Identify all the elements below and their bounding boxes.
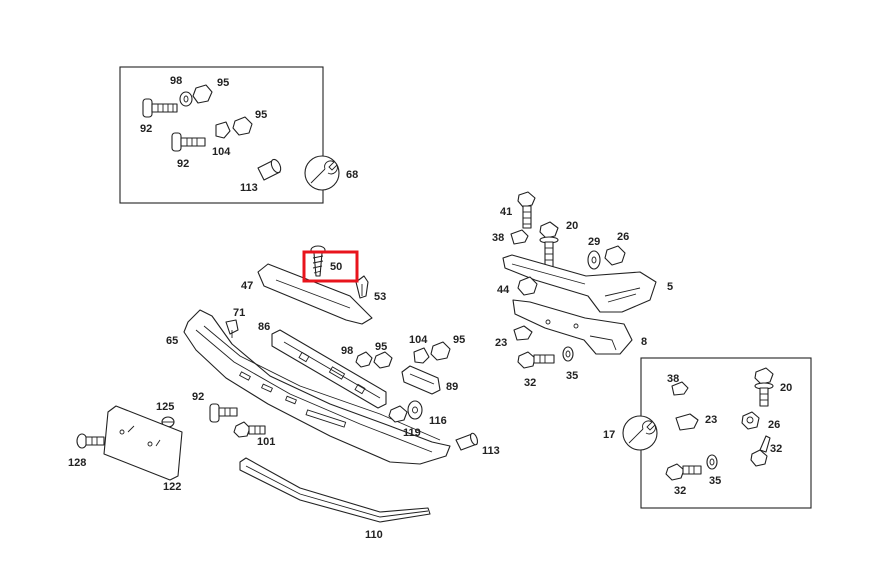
bolt-101[interactable] xyxy=(233,421,266,438)
label-125: 125 xyxy=(156,401,174,413)
nut-26-lower[interactable] xyxy=(741,411,760,430)
nut-44[interactable] xyxy=(517,276,538,296)
clip-38-lower[interactable] xyxy=(671,381,689,396)
bolt-32-lower[interactable] xyxy=(665,463,702,481)
label-8: 8 xyxy=(641,336,647,348)
label-38: 38 xyxy=(492,232,504,244)
reinforcement-86[interactable] xyxy=(271,329,387,409)
label-35: 35 xyxy=(709,475,721,487)
label-89: 89 xyxy=(446,381,458,393)
label-41: 41 xyxy=(500,206,512,218)
bracket-8[interactable] xyxy=(512,299,633,355)
clip-23-upper[interactable] xyxy=(513,325,533,341)
washer-98-upper[interactable] xyxy=(179,91,193,107)
screw-32-lower[interactable] xyxy=(750,435,771,467)
label-38: 38 xyxy=(667,373,679,385)
clip-104-upper[interactable] xyxy=(215,121,231,139)
label-23: 23 xyxy=(495,337,507,349)
bolt-92-lower[interactable] xyxy=(171,132,206,152)
label-20: 20 xyxy=(566,220,578,232)
label-122: 122 xyxy=(163,481,181,493)
label-119: 119 xyxy=(403,427,421,439)
label-92: 92 xyxy=(177,158,189,170)
label-110: 110 xyxy=(365,529,383,541)
bracket-89[interactable] xyxy=(401,365,441,395)
bracket-assembly: 41 20 38 29 26 5 44 23 8 32 35 xyxy=(492,191,673,389)
clip-38-upper[interactable] xyxy=(510,229,529,245)
bolt-128[interactable] xyxy=(76,433,105,449)
label-44: 44 xyxy=(497,284,510,296)
label-113: 113 xyxy=(240,182,258,194)
bolt-92-main[interactable] xyxy=(209,403,238,423)
label-92: 92 xyxy=(140,123,152,135)
bolt-20-lower[interactable] xyxy=(754,367,774,407)
label-104: 104 xyxy=(212,146,231,158)
label-101: 101 xyxy=(257,436,275,448)
label-113: 113 xyxy=(482,445,500,457)
label-95: 95 xyxy=(453,334,465,346)
label-86: 86 xyxy=(258,321,270,333)
label-20: 20 xyxy=(780,382,792,394)
label-116: 116 xyxy=(429,415,447,427)
label-23: 23 xyxy=(705,414,717,426)
label-50: 50 xyxy=(330,261,342,273)
label-65: 65 xyxy=(166,335,178,347)
label-35: 35 xyxy=(566,370,578,382)
label-68: 68 xyxy=(346,169,358,181)
wrench-icon xyxy=(304,155,340,191)
inset-box-fasteners: 98 95 92 95 92 104 113 68 xyxy=(119,66,358,204)
cover-strip-47[interactable] xyxy=(257,263,373,325)
label-26: 26 xyxy=(617,231,629,243)
label-32: 32 xyxy=(524,377,536,389)
label-95: 95 xyxy=(217,77,229,89)
label-92: 92 xyxy=(192,391,204,403)
nut-95-upper[interactable] xyxy=(192,84,213,104)
inset-box-brackets: 38 20 23 17 26 32 32 35 xyxy=(603,357,812,509)
label-32: 32 xyxy=(674,485,686,497)
nut-95-lower[interactable] xyxy=(373,351,393,369)
washer-29[interactable] xyxy=(587,250,601,270)
label-95: 95 xyxy=(375,341,387,353)
license-plate-122[interactable] xyxy=(103,405,183,481)
bumper-assembly: 50 47 53 71 86 65 104 95 98 95 89 92 125… xyxy=(68,245,500,541)
highlight-box xyxy=(302,250,359,283)
washer-116[interactable] xyxy=(407,400,423,420)
label-98: 98 xyxy=(170,75,182,87)
nut-95-right[interactable] xyxy=(430,341,451,361)
clip-23-lower[interactable] xyxy=(675,413,699,431)
label-128: 128 xyxy=(68,457,86,469)
nut-95-mid[interactable] xyxy=(232,116,253,136)
bolt-92-upper[interactable] xyxy=(142,98,178,118)
label-26: 26 xyxy=(768,419,780,431)
bumper-65[interactable] xyxy=(183,309,451,465)
label-53: 53 xyxy=(374,291,386,303)
clip-104-lower[interactable] xyxy=(413,347,430,364)
plug-125[interactable] xyxy=(161,416,175,428)
label-17: 17 xyxy=(603,429,615,441)
trim-strip-110[interactable] xyxy=(239,457,431,523)
sleeve-113-lower[interactable] xyxy=(455,432,479,451)
label-47: 47 xyxy=(241,280,253,292)
label-71: 71 xyxy=(233,307,245,319)
nut-98-lower[interactable] xyxy=(355,351,373,368)
nut-119[interactable] xyxy=(388,405,408,423)
bolt-32-upper[interactable] xyxy=(517,351,555,369)
clip-53[interactable] xyxy=(355,275,369,299)
label-95: 95 xyxy=(255,109,267,121)
washer-35-lower[interactable] xyxy=(706,454,718,470)
bolt-41[interactable] xyxy=(517,191,536,229)
label-5: 5 xyxy=(667,281,673,293)
wrench-icon xyxy=(622,415,658,451)
label-104: 104 xyxy=(409,334,428,346)
washer-35-upper[interactable] xyxy=(562,346,574,362)
label-32: 32 xyxy=(770,443,782,455)
nut-26-upper[interactable] xyxy=(604,245,626,266)
label-98: 98 xyxy=(341,345,353,357)
sleeve-113-upper[interactable] xyxy=(257,158,283,181)
label-29: 29 xyxy=(588,236,600,248)
bolt-20-upper[interactable] xyxy=(539,221,559,269)
clip-71[interactable] xyxy=(225,319,239,338)
